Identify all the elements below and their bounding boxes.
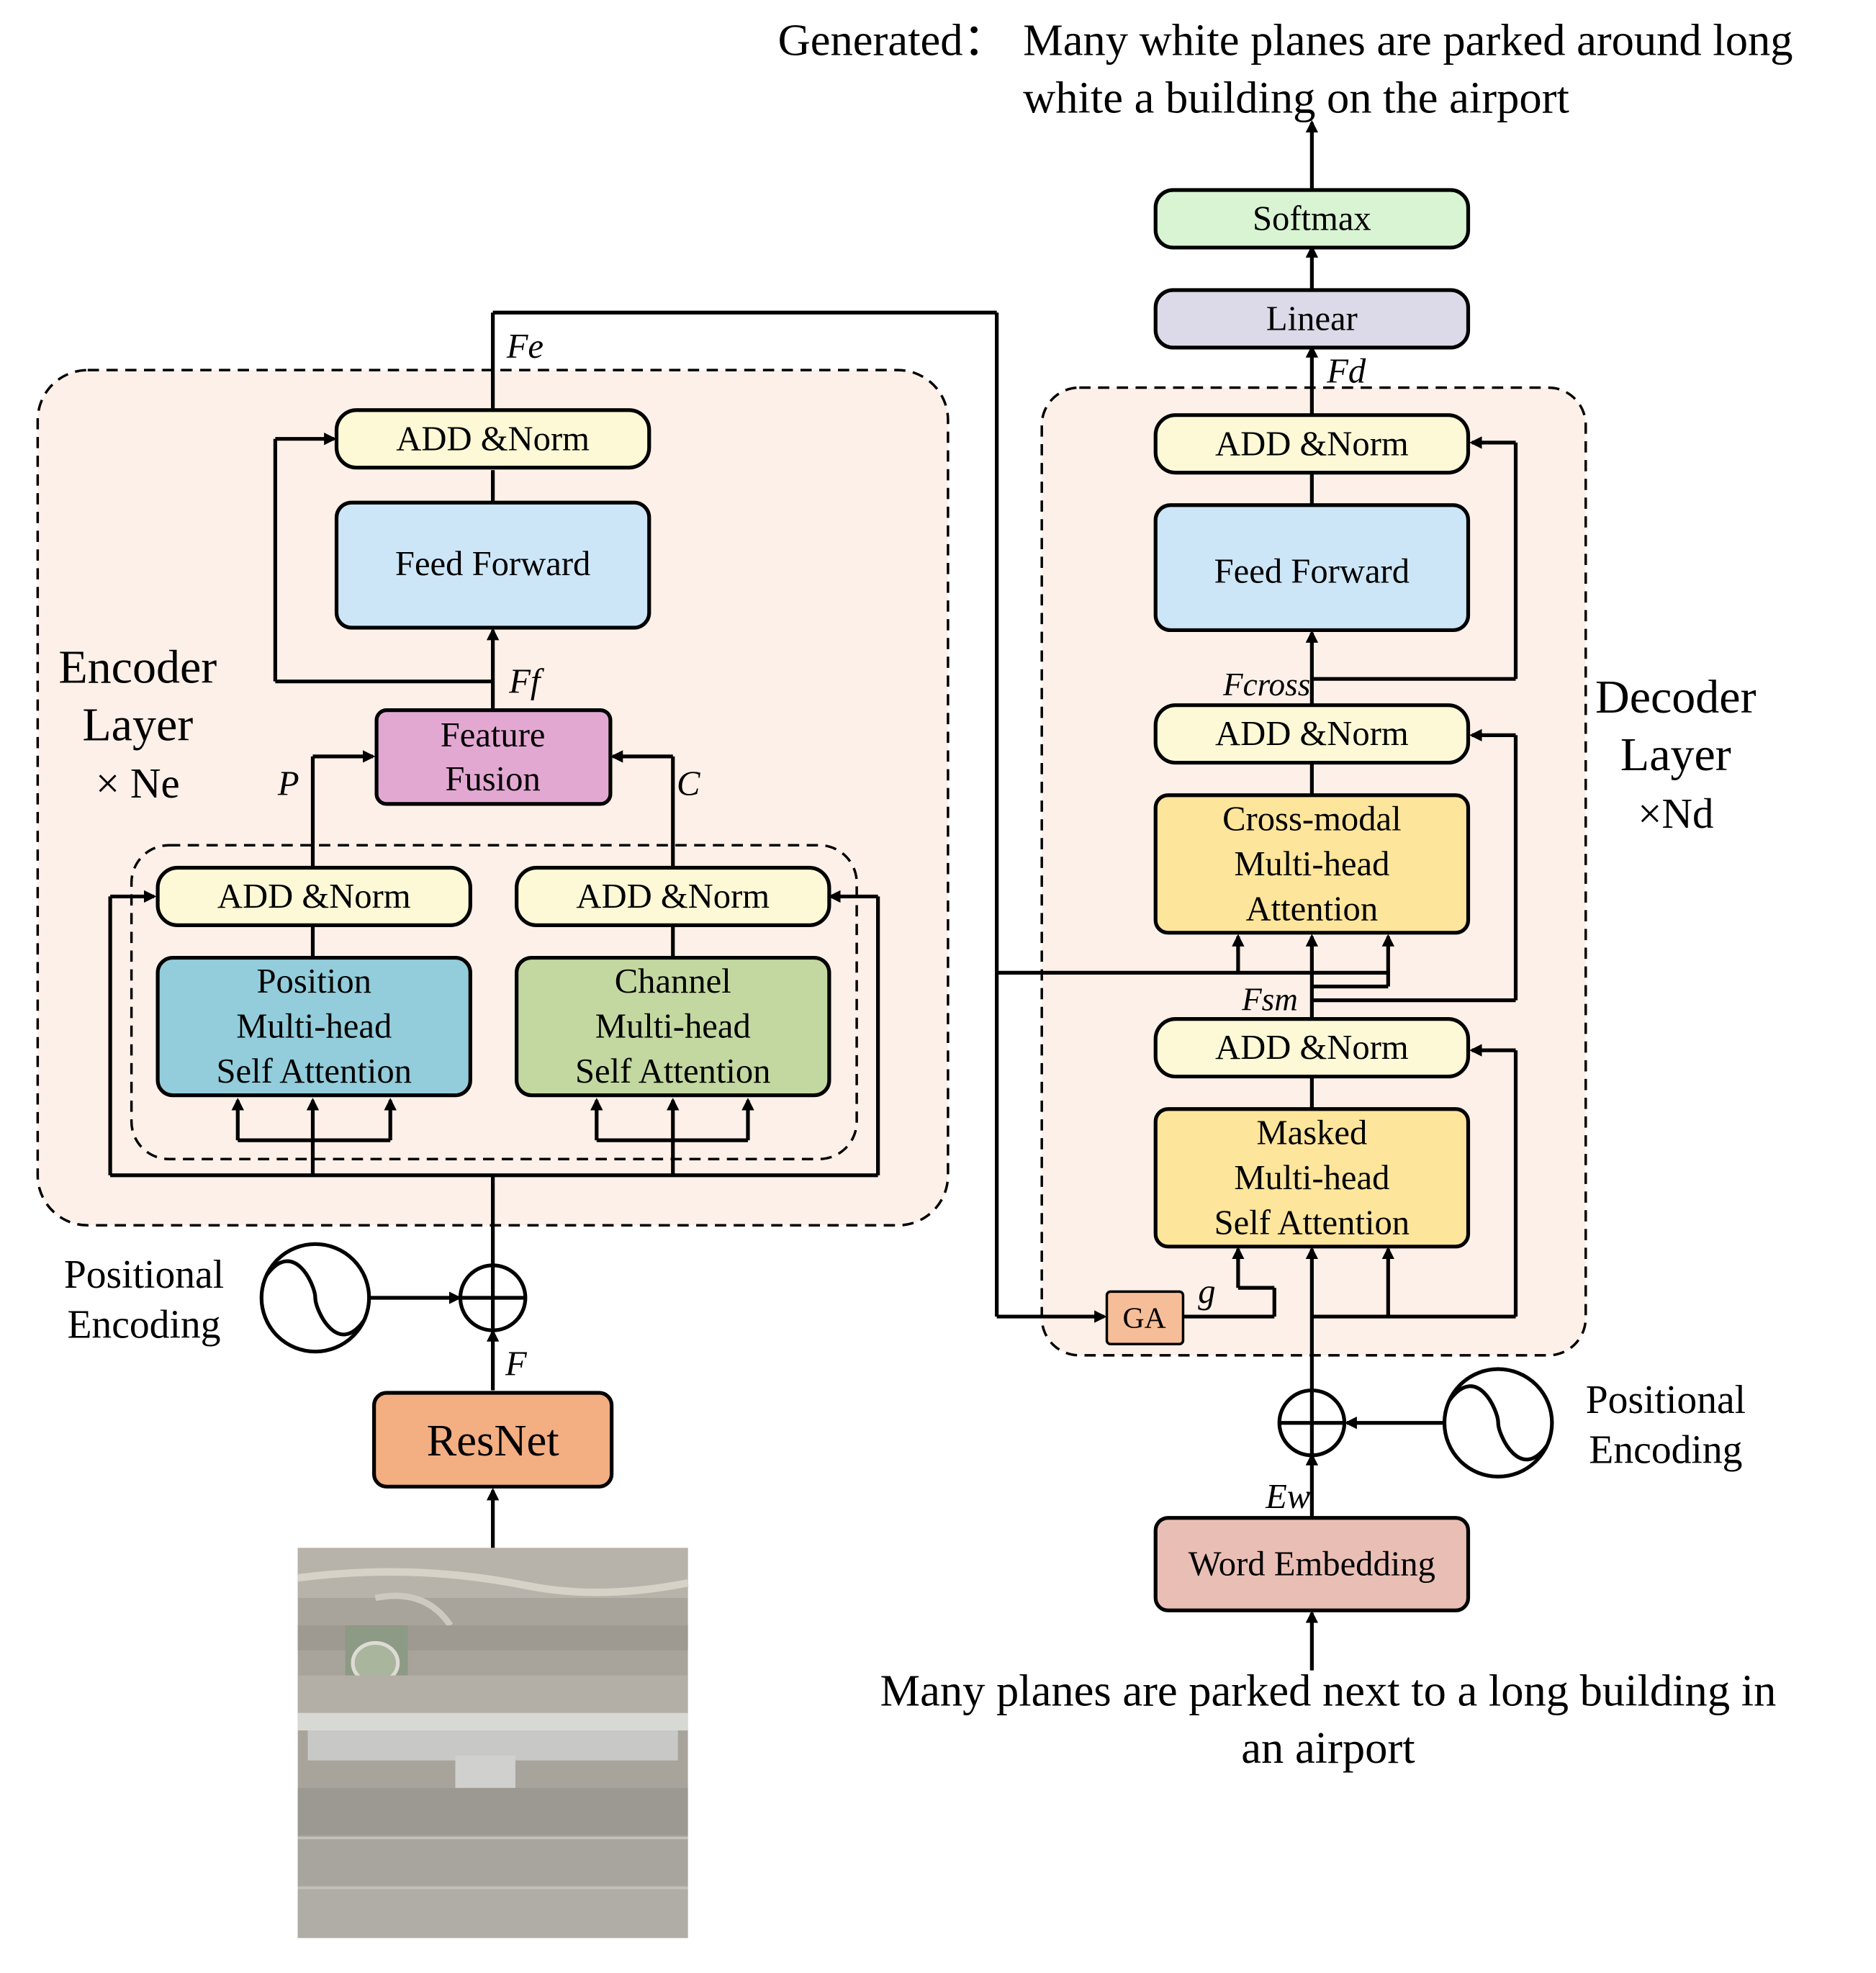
c-label: C — [677, 764, 700, 803]
word-embedding-block: Word Embedding — [1153, 1516, 1471, 1612]
feature-fusion-label-2: Fusion — [445, 759, 540, 798]
resnet-label: ResNet — [427, 1415, 559, 1466]
decoder-title-1: Decoder — [1595, 671, 1757, 723]
decoder-repeat-label: ×Nd — [1638, 790, 1713, 837]
word-embedding-label: Word Embedding — [1189, 1545, 1435, 1584]
encoder-add-norm-channel: ADD &Norm — [515, 865, 831, 927]
decoder-title-2: Layer — [1620, 728, 1731, 781]
ff-label: Ff — [508, 662, 545, 700]
input-caption-line-1: Many planes are parked next to a long bu… — [880, 1665, 1777, 1715]
encoder-add-norm-position: ADD &Norm — [155, 865, 472, 927]
resnet-block: ResNet — [372, 1391, 614, 1489]
fd-label: Fd — [1326, 352, 1366, 391]
decoder-add-norm-top: ADD &Norm — [1153, 413, 1471, 475]
encoder-inner-attention-region — [130, 844, 858, 1160]
p-label: P — [277, 764, 299, 803]
encoder-feed-forward: Feed Forward — [334, 500, 651, 630]
encoder-add-operator-icon — [458, 1263, 528, 1332]
masked-attention-label-1: Masked — [1256, 1113, 1367, 1152]
cross-modal-label-2: Multi-head — [1234, 844, 1389, 883]
decoder-add-norm-bottom: ADD &Norm — [1153, 1017, 1471, 1079]
encoder-title-1: Encoder — [58, 641, 217, 693]
fsm-label: Fsm — [1241, 982, 1298, 1018]
decoder-positional-encoding-label-2: Encoding — [1589, 1427, 1742, 1472]
encoder-positional-encoding-label-1: Positional — [64, 1252, 224, 1297]
encoder-add-norm-channel-label: ADD &Norm — [576, 877, 770, 916]
decoder-positional-encoding-icon — [1442, 1367, 1554, 1479]
generated-caption-prefix: Generated： — [778, 14, 1008, 65]
decoder-add-norm-bottom-label: ADD &Norm — [1215, 1028, 1409, 1067]
f-label: F — [505, 1345, 528, 1383]
encoder-positional-encoding-label-2: Encoding — [67, 1303, 220, 1347]
position-attention-label-1: Position — [257, 962, 371, 1001]
encoder-add-norm-top: ADD &Norm — [334, 408, 651, 470]
decoder-feed-forward-label: Feed Forward — [1214, 551, 1410, 590]
position-attention-block: Position Multi-head Self Attention — [155, 955, 472, 1098]
encoder-title-2: Layer — [82, 698, 193, 751]
fe-label: Fe — [506, 327, 544, 366]
input-caption-line-2: an airport — [1241, 1723, 1415, 1773]
cross-modal-label-1: Cross-modal — [1222, 799, 1402, 838]
encoder-add-norm-top-label: ADD &Norm — [396, 419, 590, 458]
position-attention-label-2: Multi-head — [236, 1007, 392, 1046]
linear-label: Linear — [1266, 299, 1358, 338]
masked-attention-label-3: Self Attention — [1214, 1203, 1410, 1242]
g-label: g — [1198, 1272, 1215, 1311]
channel-attention-label-3: Self Attention — [575, 1052, 770, 1091]
feature-fusion-block: Feature Fusion — [374, 708, 613, 806]
decoder-feed-forward: Feed Forward — [1153, 503, 1471, 633]
fcross-label: Fcross — [1222, 667, 1310, 703]
decoder-add-norm-top-label: ADD &Norm — [1215, 424, 1409, 463]
channel-attention-label-2: Multi-head — [595, 1007, 751, 1046]
ew-label: Ew — [1265, 1477, 1311, 1516]
generated-caption-line-2: white a building on the airport — [1023, 72, 1569, 122]
decoder-add-norm-mid: ADD &Norm — [1153, 703, 1471, 765]
position-attention-label-3: Self Attention — [216, 1052, 411, 1091]
encoder-add-norm-position-label: ADD &Norm — [217, 877, 411, 916]
encoder-repeat-label: × Ne — [96, 759, 180, 807]
softmax-block: Softmax — [1153, 188, 1471, 250]
ga-label: GA — [1123, 1302, 1166, 1335]
cross-modal-label-3: Attention — [1246, 889, 1379, 928]
decoder-positional-encoding-label-1: Positional — [1586, 1378, 1746, 1422]
cross-modal-attention-block: Cross-modal Multi-head Attention — [1153, 793, 1471, 935]
generated-caption-line-1: Many white planes are parked around long — [1023, 14, 1792, 65]
softmax-label: Softmax — [1253, 199, 1371, 238]
feature-fusion-label-1: Feature — [441, 715, 546, 754]
ga-block: GA — [1105, 1290, 1185, 1346]
channel-attention-label-1: Channel — [615, 962, 731, 1001]
encoder-feed-forward-label: Feed Forward — [395, 544, 590, 583]
encoder-positional-encoding-icon — [259, 1242, 371, 1354]
connectors — [108, 119, 1518, 1611]
masked-attention-block: Masked Multi-head Self Attention — [1153, 1107, 1471, 1249]
decoder-add-norm-mid-label: ADD &Norm — [1215, 714, 1409, 753]
masked-attention-label-2: Multi-head — [1234, 1158, 1389, 1197]
channel-attention-block: Channel Multi-head Self Attention — [515, 955, 831, 1098]
linear-block: Linear — [1153, 288, 1471, 350]
satellite-image — [297, 1548, 689, 1938]
decoder-add-operator-icon — [1277, 1388, 1347, 1458]
